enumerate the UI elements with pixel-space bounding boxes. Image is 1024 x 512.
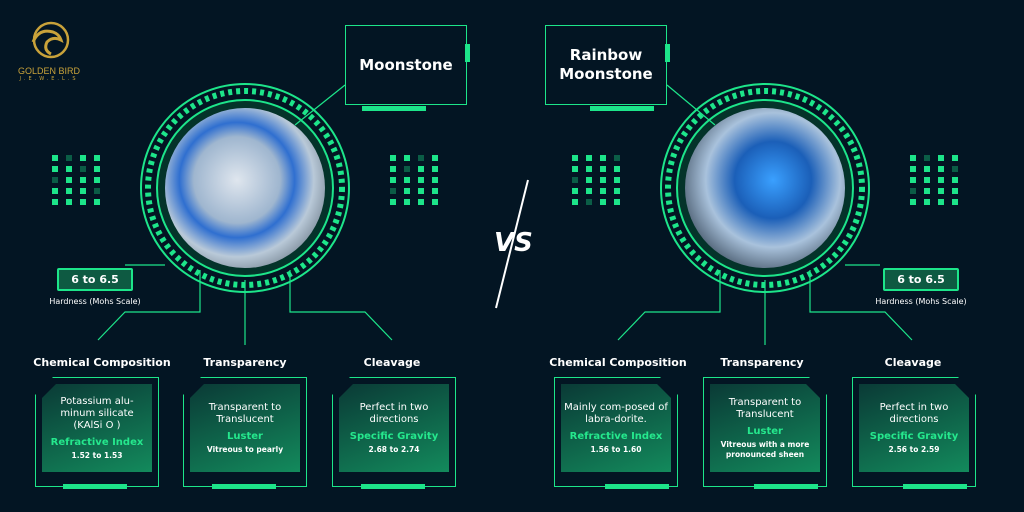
card-key: Specific Gravity bbox=[869, 430, 959, 442]
brand-logo: GOLDEN BIRD J.E.W.E.L.S bbox=[14, 20, 84, 82]
brand-name: GOLDEN BIRD bbox=[17, 66, 80, 76]
card-desc: Potassium alu-minum silicate (KAlSi O ) bbox=[60, 395, 134, 431]
moonstone-title: Moonstone bbox=[345, 25, 470, 105]
card-tab bbox=[605, 484, 669, 489]
brand-sub: J.E.W.E.L.S bbox=[19, 76, 79, 82]
header-chemical: Chemical Composition bbox=[549, 356, 687, 369]
title-tab bbox=[590, 106, 654, 111]
header-transparency: Transparency bbox=[720, 356, 804, 369]
card-chemical: Potassium alu-minum silicate (KAlSi O ) … bbox=[35, 377, 159, 487]
card-value: 2.68 to 2.74 bbox=[368, 444, 420, 454]
hardness-label: Hardness (Mohs Scale) bbox=[49, 297, 141, 306]
card-tab bbox=[361, 484, 425, 489]
dot-grid bbox=[52, 155, 100, 205]
header-chemical: Chemical Composition bbox=[33, 356, 171, 369]
moonstone-gem bbox=[140, 83, 350, 293]
card-tab bbox=[63, 484, 127, 489]
header-cleavage: Cleavage bbox=[363, 356, 421, 369]
hardness-right: 6 to 6.5 Hardness (Mohs Scale) bbox=[866, 268, 976, 306]
header-cleavage: Cleavage bbox=[884, 356, 942, 369]
card-cleavage: Perfect in two directions Specific Gravi… bbox=[852, 377, 976, 487]
card-key: Luster bbox=[747, 425, 783, 437]
card-desc: Transparent to Translucent bbox=[728, 396, 802, 420]
card-chemical: Mainly com-posed of labra-dorite. Refrac… bbox=[554, 377, 678, 487]
card-transparency: Transparent to Translucent Luster Vitreo… bbox=[703, 377, 827, 487]
card-transparency: Transparent to Translucent Luster Vitreo… bbox=[183, 377, 307, 487]
hardness-label: Hardness (Mohs Scale) bbox=[875, 297, 967, 306]
card-desc: Perfect in two directions bbox=[879, 401, 949, 425]
card-desc: Transparent to Translucent bbox=[208, 401, 282, 425]
header-transparency: Transparency bbox=[203, 356, 287, 369]
card-desc: Perfect in two directions bbox=[359, 401, 429, 425]
rainbow-moonstone-gem bbox=[660, 83, 870, 293]
hardness-value: 6 to 6.5 bbox=[883, 268, 959, 291]
card-desc: Mainly com-posed of labra-dorite. bbox=[564, 401, 668, 425]
card-tab bbox=[754, 484, 818, 489]
card-key: Refractive Index bbox=[50, 436, 144, 448]
card-key: Refractive Index bbox=[569, 430, 663, 442]
card-key: Specific Gravity bbox=[349, 430, 439, 442]
bird-icon bbox=[31, 21, 70, 59]
rainbow-moonstone-title: Rainbow Moonstone bbox=[545, 25, 670, 105]
connector-lines bbox=[97, 84, 913, 345]
card-value: Vitreous with a more pronounced sheen bbox=[720, 439, 810, 459]
dot-grid bbox=[910, 155, 958, 205]
card-tab bbox=[212, 484, 276, 489]
dot-grid bbox=[572, 155, 620, 205]
vs-label: VS bbox=[494, 228, 533, 258]
card-cleavage: Perfect in two directions Specific Gravi… bbox=[332, 377, 456, 487]
card-value: 2.56 to 2.59 bbox=[888, 444, 940, 454]
dot-grid bbox=[390, 155, 438, 205]
card-tab bbox=[903, 484, 967, 489]
card-value: Vitreous to pearly bbox=[206, 444, 284, 454]
card-value: 1.52 to 1.53 bbox=[71, 450, 123, 460]
card-key: Luster bbox=[227, 430, 263, 442]
card-value: 1.56 to 1.60 bbox=[590, 444, 642, 454]
title-tab bbox=[362, 106, 426, 111]
hardness-left: 6 to 6.5 Hardness (Mohs Scale) bbox=[40, 268, 150, 306]
hardness-value: 6 to 6.5 bbox=[57, 268, 133, 291]
